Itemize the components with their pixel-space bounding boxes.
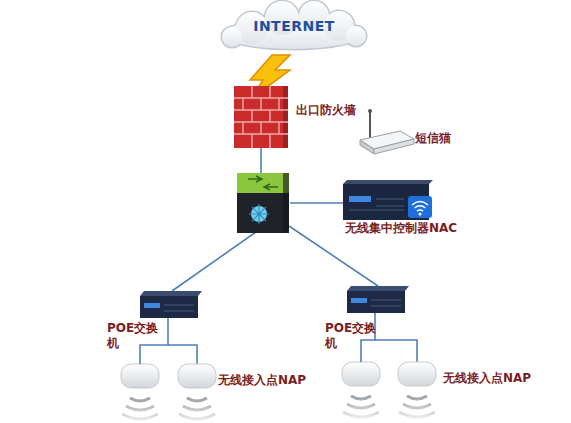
access-point-group: 无线接入点NAP <box>118 364 218 396</box>
modem-side <box>374 139 414 154</box>
poe-switch-node: POE交换 机 <box>140 291 202 318</box>
node-label: 无线集中控制器NAC <box>345 221 457 236</box>
node-label: 无线接入点NAP <box>443 371 531 386</box>
wireless-controller <box>343 180 433 220</box>
ap-dome <box>121 364 159 388</box>
poe-strip <box>351 298 367 303</box>
switch-emblem <box>249 204 269 224</box>
wire <box>375 340 417 362</box>
brick-wall <box>234 86 288 148</box>
node-label: POE交换 机 <box>107 321 165 351</box>
wifi-symbol <box>412 202 428 212</box>
controller-panel <box>349 196 371 202</box>
poe-ports <box>371 300 401 306</box>
cloud-part <box>222 27 242 47</box>
wire <box>172 232 256 291</box>
modem-front <box>360 140 374 154</box>
node-label: INTERNET <box>222 19 366 34</box>
wifi-symbol <box>419 213 422 216</box>
cloud-part <box>222 27 242 47</box>
controller-lines <box>349 199 404 210</box>
node-label: 无线接入点NAP <box>218 373 306 388</box>
poe-strip <box>144 303 160 308</box>
antenna-tip <box>368 109 372 113</box>
sms-modem-node: 短信猫 <box>360 106 415 154</box>
poe-top <box>347 286 409 291</box>
signal-waves <box>399 396 435 417</box>
node-label: 短信猫 <box>415 131 451 146</box>
sms-modem <box>360 109 414 154</box>
access-point <box>121 364 159 419</box>
internet-cloud <box>222 1 366 49</box>
switch-body <box>237 193 289 233</box>
switch-top <box>237 173 289 193</box>
poe-body <box>140 296 198 318</box>
firewall-icon <box>234 86 288 148</box>
cloud-fill <box>222 1 366 49</box>
access-point <box>342 362 380 417</box>
cloud-outline <box>222 1 366 49</box>
signal-waves <box>179 398 215 419</box>
core-switch <box>237 173 289 233</box>
ap-dome <box>178 364 216 388</box>
poe-ports <box>164 305 194 311</box>
wire <box>260 148 262 174</box>
poe-switch <box>347 286 409 313</box>
poe-top <box>140 291 202 296</box>
poe-switch <box>140 291 202 318</box>
access-point-group: 无线接入点NAP <box>342 362 438 394</box>
signal-waves <box>343 396 379 417</box>
wire <box>168 345 197 364</box>
signal-waves <box>122 398 158 419</box>
ap-dome <box>398 362 436 386</box>
poe-body <box>347 291 405 313</box>
node-label: 出口防火墙 <box>296 103 356 118</box>
network-link <box>361 313 375 362</box>
wire <box>290 202 343 204</box>
brick-joints <box>234 86 288 148</box>
wall-side <box>283 86 288 148</box>
ap-dome <box>342 362 380 386</box>
cloud-part <box>346 26 366 46</box>
wifi-badge <box>408 196 432 218</box>
controller-top <box>343 180 433 184</box>
node-label: POE交换 机 <box>325 321 383 351</box>
switch-arrows <box>248 176 278 190</box>
access-point <box>178 364 216 419</box>
antenna <box>369 112 371 138</box>
firewall-node: 出口防火墙 <box>233 86 289 148</box>
access-point <box>398 362 436 417</box>
poe-switch-node: POE交换 机 <box>347 286 409 313</box>
switch-side <box>283 173 289 233</box>
cloud-node: INTERNET <box>222 4 366 48</box>
cloud-part <box>346 26 366 46</box>
controller-node: 无线集中控制器NAC <box>343 180 433 220</box>
